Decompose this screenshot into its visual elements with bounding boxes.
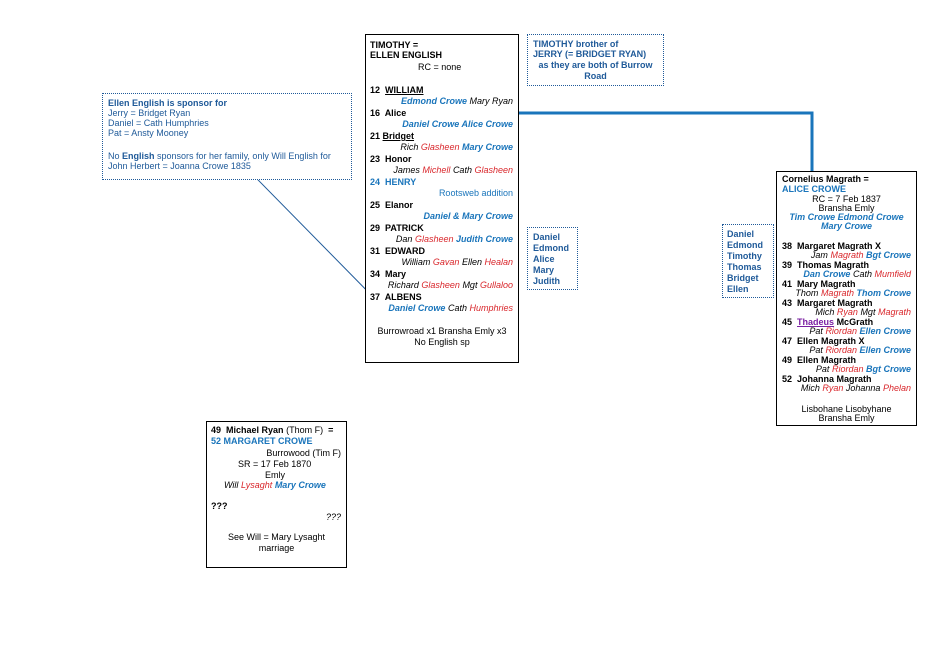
ellen-note-line4: No English sponsors for her family, only… (108, 151, 331, 161)
magrath-child-43-sponsors: Mich Ryan Mgt Magrath (815, 307, 911, 317)
ellen-note-line5: John Herbert = Joanna Crowe 1835 (108, 161, 251, 171)
ellen-note-line3: Pat = Ansty Mooney (108, 128, 189, 138)
magrath-child-45-sponsors: Pat Riordan Ellen Crowe (809, 326, 911, 336)
magrath-place: Bransha Emly (818, 203, 875, 213)
magrath-footer-line2: Bransha Emly (818, 413, 875, 423)
family-title-line2: ELLEN ENGLISH (370, 50, 443, 60)
ellen-note-line1: Jerry = Bridget Ryan (108, 108, 191, 118)
list1-item: Judith (533, 276, 560, 286)
child-mary-sponsors: Richard Glasheen Mgt Gullaloo (387, 280, 513, 290)
ryan-title-line1: 49 Michael Ryan (Thom F) = (211, 425, 334, 435)
list1-item: Daniel (533, 232, 561, 242)
child-honor: 23 Honor (370, 154, 412, 164)
ryan-sr-date: SR = 17 Feb 1870 (238, 459, 312, 469)
magrath-child-45: 45 Thadeus McGrath (782, 317, 874, 327)
child-edward-sponsors: William Gavan Ellen Healan (401, 257, 513, 267)
magrath-title-line2: ALICE CROWE (782, 184, 846, 194)
timothy-note-line1: TIMOTHY brother of (533, 39, 619, 49)
timothy-note-line3: as they are both of Burrow (538, 60, 653, 70)
child-patrick-sponsors: Dan Glasheen Judith Crowe (395, 234, 513, 244)
ryan-unknown-2: ??? (325, 512, 341, 522)
ryan-parent: Burrowood (Tim F) (266, 448, 341, 458)
magrath-child-39-sponsors: Dan Crowe Cath Mumfield (803, 269, 911, 279)
ryan-see-line1: See Will = Mary Lysaght (228, 532, 325, 542)
child-william-sponsors: Edmond Crowe Mary Ryan (400, 96, 513, 106)
family-footer-line1: Burrowroad x1 Bransha Emly x3 (377, 326, 507, 336)
magrath-title-line1: Cornelius Magrath = (782, 174, 869, 184)
list2-item: Timothy (727, 251, 762, 261)
ryan-title-line2: 52 MARGARET CROWE (211, 436, 313, 446)
child-patrick: 29 PATRICK (370, 223, 424, 233)
list1-item: Mary (533, 265, 555, 275)
ryan-sponsors: Will Lysaght Mary Crowe (224, 480, 326, 490)
magrath-child-38-sponsors: Jam Magrath Bgt Crowe (810, 250, 911, 260)
family-rc: RC = none (418, 62, 462, 72)
magrath-child-47: 47 Ellen Magrath X (782, 336, 865, 346)
child-bridget: 21 Bridget (370, 131, 415, 141)
magrath-child-38: 38 Margaret Magrath X (782, 241, 882, 251)
list2-item: Thomas (727, 262, 762, 272)
family-footer-line2: No English sp (414, 337, 470, 347)
children-name-list-1: Daniel Edmond Alice Mary Judith (527, 227, 578, 290)
child-alice: 16 Alice (370, 108, 407, 118)
ryan-place: Emly (265, 470, 285, 480)
ryan-unknown-1: ??? (211, 501, 228, 511)
child-mary: 34 Mary (370, 269, 407, 279)
magrath-crowe-family-box: Cornelius Magrath = ALICE CROWE RC = 7 F… (776, 171, 917, 426)
ellen-english-sponsor-note: Ellen English is sponsor for Jerry = Bri… (102, 93, 352, 180)
magrath-child-43: 43 Margaret Magrath (782, 298, 873, 308)
child-elanor: 25 Elanor (370, 200, 414, 210)
magrath-sponsors-line2: Mary Crowe (820, 221, 873, 231)
child-albens: 37 ALBENS (370, 292, 422, 302)
list2-item: Daniel (727, 229, 755, 239)
list1-item: Alice (533, 254, 555, 264)
child-henry: 24 HENRY (370, 177, 417, 187)
timothy-ellen-family-box: TIMOTHY = ELLEN ENGLISH RC = none 12 WIL… (365, 34, 519, 363)
child-honor-sponsors: James Michell Cath Glasheen (393, 165, 513, 175)
children-name-list-2: Daniel Edmond Timothy Thomas Bridget Ell… (722, 224, 774, 298)
list1-item: Edmond (533, 243, 569, 253)
magrath-child-41: 41 Mary Magrath (782, 279, 856, 289)
timothy-brother-note: TIMOTHY brother of JERRY (= BRIDGET RYAN… (527, 34, 664, 86)
list2-item: Bridget (727, 273, 759, 283)
list2-item: Edmond (727, 240, 763, 250)
list2-item: Ellen (727, 284, 749, 294)
alice-marriage-connector (410, 111, 814, 172)
child-alice-sponsors: Daniel Crowe Alice Crowe (402, 119, 513, 129)
magrath-child-41-sponsors: Thom Magrath Thom Crowe (795, 288, 911, 298)
magrath-child-49: 49 Ellen Magrath (782, 355, 857, 365)
child-bridget-sponsors: Rich Glasheen Mary Crowe (400, 142, 513, 152)
magrath-rc: RC = 7 Feb 1837 (812, 194, 881, 204)
magrath-footer-line1: Lisbohane Lisobyhane (801, 404, 892, 414)
child-henry-note: Rootsweb addition (438, 188, 513, 198)
ryan-crowe-family-box: 49 Michael Ryan (Thom F) = 52 MARGARET C… (206, 421, 347, 568)
child-albens-sponsors: Daniel Crowe Cath Humphries (388, 303, 513, 313)
child-edward: 31 EDWARD (370, 246, 426, 256)
magrath-child-39: 39 Thomas Magrath (782, 260, 870, 270)
child-elanor-sponsors: Daniel & Mary Crowe (423, 211, 513, 221)
child-william: 12 WILLIAM (370, 85, 424, 95)
family-title-line1: TIMOTHY = (370, 40, 419, 50)
magrath-child-52: 52 Johanna Magrath (782, 374, 872, 384)
ryan-see-line2: marriage (258, 543, 295, 553)
timothy-note-line2: JERRY (= BRIDGET RYAN) (533, 49, 647, 59)
magrath-child-49-sponsors: Pat Riordan Bgt Crowe (815, 364, 911, 374)
ellen-note-title: Ellen English is sponsor for (108, 98, 228, 108)
magrath-child-52-sponsors: Mich Ryan Johanna Phelan (800, 383, 911, 393)
magrath-sponsors-line1: Tim Crowe Edmond Crowe (789, 212, 904, 222)
ellen-note-line2: Daniel = Cath Humphries (108, 118, 209, 128)
magrath-child-47-sponsors: Pat Riordan Ellen Crowe (809, 345, 911, 355)
timothy-note-line4: Road (584, 71, 607, 81)
